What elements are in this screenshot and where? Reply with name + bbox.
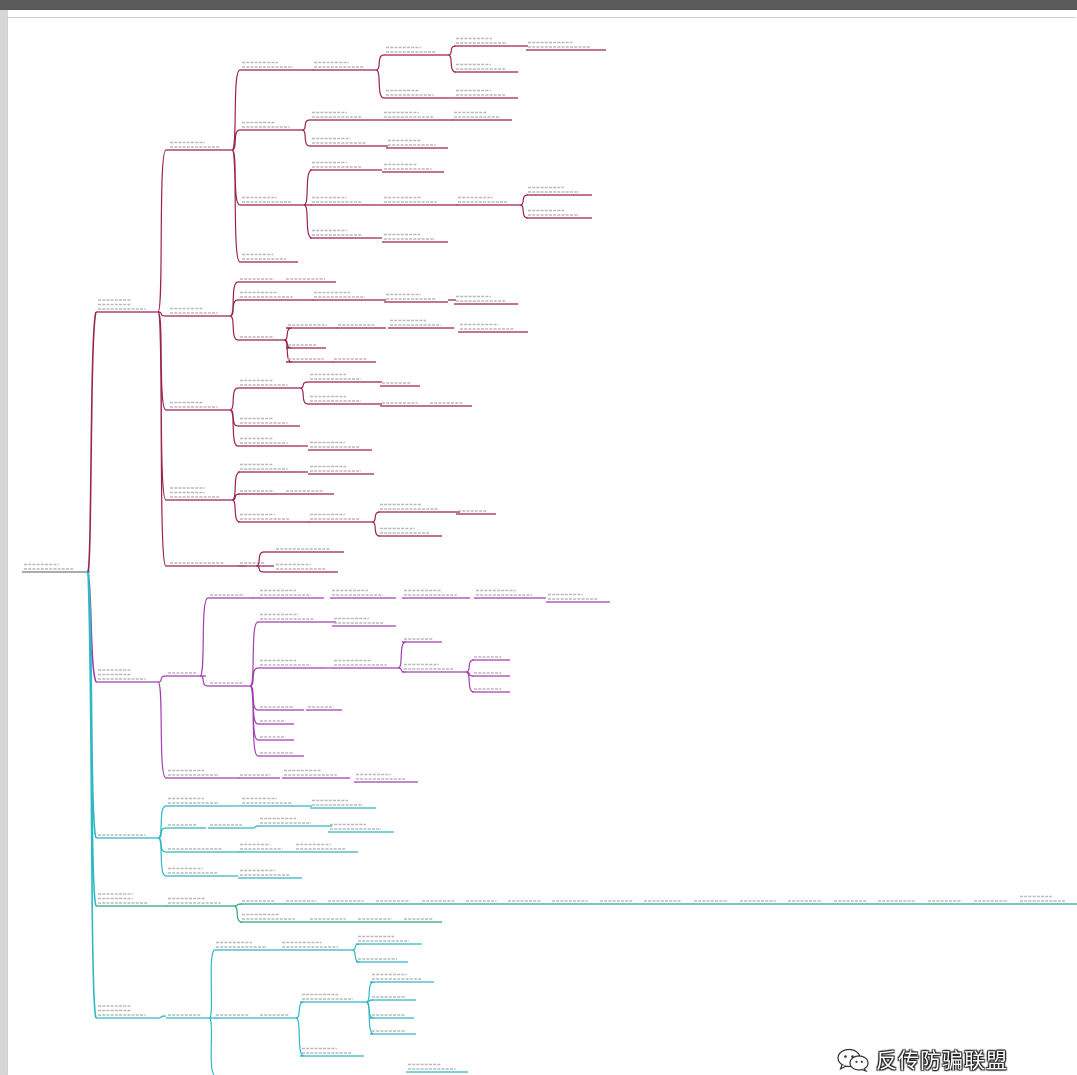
trunk-branch-5 [87, 571, 97, 1019]
map-edge-22 [303, 169, 313, 206]
map-edge-69 [249, 685, 259, 757]
map-edge-58 [255, 565, 274, 573]
map-edge-5 [157, 311, 168, 567]
map-edge-44 [299, 387, 309, 405]
map-edge-28 [519, 194, 529, 206]
map-edge-33 [229, 315, 239, 341]
map-edge-65 [249, 667, 259, 687]
map-edge-62 [199, 675, 209, 687]
map-edge-59 [157, 675, 167, 683]
watermark-text: 反传防骗联盟 [876, 1049, 1008, 1073]
watermark: 反传防骗联盟 [836, 1046, 1008, 1074]
map-edge-64 [249, 621, 259, 687]
map-edge-41 [229, 409, 239, 427]
trunk-branch-1 [87, 311, 97, 573]
map-edge-90 [233, 905, 243, 923]
map-edge-17 [301, 119, 311, 131]
wechat-icon [837, 1048, 869, 1072]
window-top-bar [0, 0, 1077, 10]
map-edge-42 [229, 409, 239, 447]
map-edge-43 [299, 381, 309, 389]
map-edge-61 [199, 597, 209, 677]
map-edge-37 [283, 327, 293, 341]
map-edge-53 [371, 511, 381, 523]
map-edge-14 [447, 54, 457, 73]
map-edge-29 [519, 204, 529, 219]
map-edge-18 [301, 129, 311, 147]
map-edge-57 [255, 551, 274, 567]
map-edge-8 [231, 149, 241, 206]
map-edge-50 [231, 499, 241, 523]
map-edge-97 [365, 981, 375, 1003]
map-edge-40 [229, 387, 239, 411]
map-edge-24 [303, 204, 313, 239]
map-edge-32 [229, 299, 239, 317]
map-edge-9 [231, 149, 241, 263]
map-edge-11 [375, 54, 385, 71]
map-edge-95 [295, 1001, 305, 1019]
map-edge-54 [371, 521, 381, 537]
map-edge-74 [465, 659, 475, 673]
viewer-left-gutter [0, 10, 8, 1075]
map-edge-91 [157, 1015, 167, 1019]
map-edge-60 [157, 681, 167, 779]
map-edge-1 [157, 149, 168, 313]
map-edge-4 [157, 311, 168, 501]
map-edge-b5-up [209, 949, 215, 1019]
map-edge-2 [157, 311, 168, 317]
map-edge-b5-down [209, 1017, 215, 1075]
map-edge-12 [375, 69, 385, 99]
map-edge-31 [229, 281, 239, 317]
map-edge-81 [157, 837, 167, 877]
map-edge-7 [231, 129, 241, 151]
map-edge-92 [351, 943, 361, 951]
map-edge-6 [231, 69, 241, 151]
map-edge-78 [157, 805, 167, 839]
map-edge-13 [447, 45, 457, 56]
map-edge-93 [351, 949, 361, 963]
map-edge-96 [295, 1017, 305, 1057]
